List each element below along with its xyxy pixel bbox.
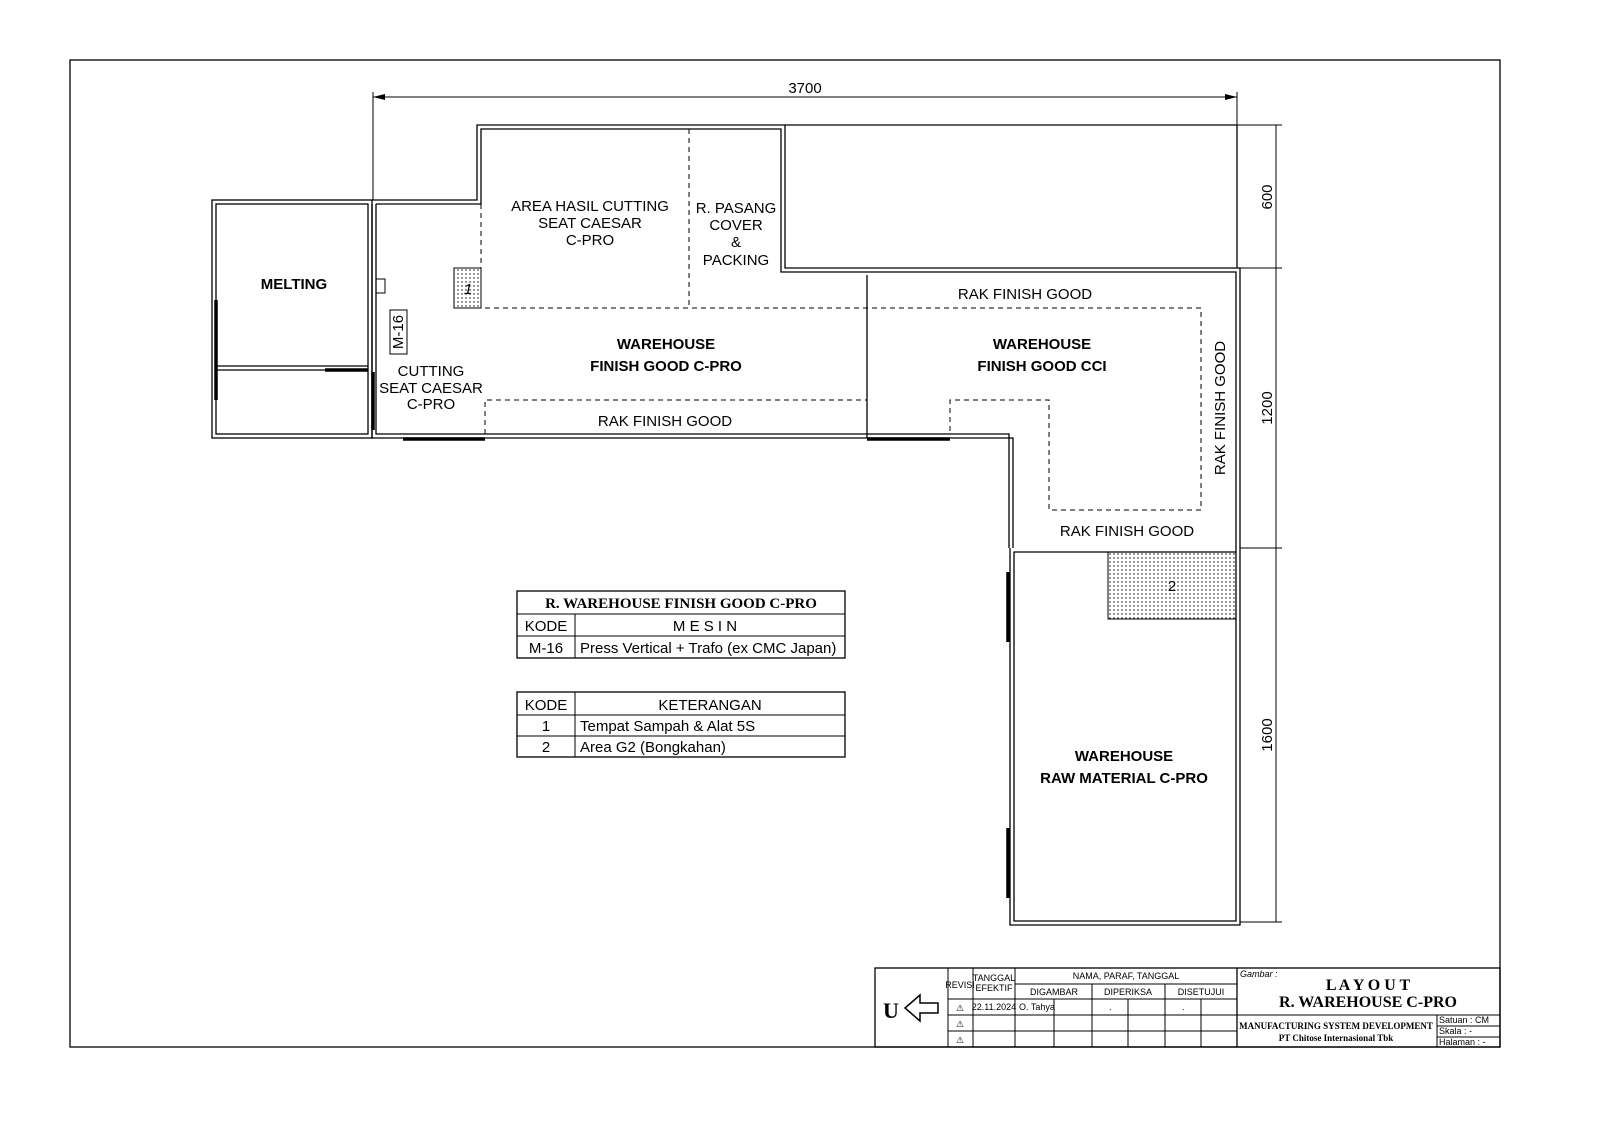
room-melting: MELTING — [261, 276, 327, 293]
room-cutting: SEAT CAESAR — [379, 380, 483, 397]
room-area-hasil: C-PRO — [566, 232, 614, 249]
revision-icon: ⚠ — [956, 1019, 964, 1029]
room-cutting: CUTTING — [398, 363, 465, 380]
room-pasang: & — [731, 234, 741, 251]
satuan: Satuan : CM — [1439, 1015, 1489, 1025]
tanggal-label: TANGGAL — [973, 973, 1015, 983]
header-mesin: M E S I N — [673, 618, 737, 635]
approved-by: . — [1182, 1002, 1185, 1012]
north-arrow-icon — [903, 993, 939, 1023]
room-wh-fg-cci: FINISH GOOD CCI — [977, 358, 1106, 375]
room-cutting: C-PRO — [407, 396, 455, 413]
nama-label: NAMA, PARAF, TANGGAL — [1073, 971, 1180, 981]
department: MANUFACTURING SYSTEM DEVELOPMENT — [1239, 1021, 1433, 1031]
dim-1200: 1200 — [1259, 391, 1276, 424]
marker-2-label: 2 — [1168, 578, 1176, 595]
dashed-areas — [375, 129, 1237, 620]
disetujui-label: DISETUJUI — [1178, 987, 1225, 997]
rak-label: RAK FINISH GOOD — [1212, 341, 1229, 475]
dimensions: 3700 600 1200 1600 — [372, 80, 1282, 923]
room-area-hasil: AREA HASIL CUTTING — [511, 198, 669, 215]
room-wh-fg-cci: WAREHOUSE — [993, 336, 1091, 353]
cell-mesin: Press Vertical + Trafo (ex CMC Japan) — [580, 640, 836, 657]
dim-1600: 1600 — [1259, 718, 1276, 751]
table-keterangan: KODE KETERANGAN 1 Tempat Sampah & Alat 5… — [516, 691, 846, 758]
revision-icon: ⚠ — [956, 1003, 964, 1013]
room-wh-rm: WAREHOUSE — [1075, 748, 1173, 765]
rak-label: RAK FINISH GOOD — [598, 413, 732, 430]
room-wh-rm: RAW MATERIAL C-PRO — [1040, 770, 1208, 787]
halaman: Halaman : - — [1439, 1037, 1486, 1047]
room-pasang: PACKING — [703, 252, 769, 269]
marker-area-1 — [453, 267, 482, 309]
marker-area-2 — [1107, 551, 1237, 620]
gambar-label: Gambar : — [1240, 969, 1278, 979]
revision-icon: ⚠ — [956, 1035, 964, 1045]
rak-label: RAK FINISH GOOD — [958, 286, 1092, 303]
table-mesin: R. WAREHOUSE FINISH GOOD C-PRO KODE M E … — [516, 590, 846, 659]
room-pasang: COVER — [709, 217, 763, 234]
machine-m16 — [389, 309, 408, 355]
skala: Skala : - — [1439, 1026, 1472, 1036]
cell-kode: M-16 — [529, 640, 563, 657]
drawn-by: O. Tahya — [1019, 1002, 1055, 1012]
digambar-label: DIGAMBAR — [1030, 987, 1079, 997]
checked-by: . — [1109, 1002, 1112, 1012]
header-kode: KODE — [525, 618, 568, 635]
cell-keterangan: Tempat Sampah & Alat 5S — [580, 718, 755, 735]
dim-600: 600 — [1259, 184, 1276, 209]
drawing-frame — [69, 59, 1501, 1048]
room-pasang: R. PASANG — [696, 200, 777, 217]
cell-kode: 2 — [542, 739, 550, 756]
revisi-label: REVISI — [945, 980, 975, 990]
rak-label: RAK FINISH GOOD — [1060, 523, 1194, 540]
effective-date: 22.11.2024 — [972, 1002, 1016, 1012]
header-kode: KODE — [525, 697, 568, 714]
drawing-title: L A Y O U T — [1326, 977, 1411, 994]
dim-width: 3700 — [788, 80, 821, 97]
drawing-subtitle: R. WAREHOUSE C-PRO — [1279, 994, 1457, 1011]
room-wh-fg-cpro: WAREHOUSE — [617, 336, 715, 353]
walls — [211, 124, 1241, 926]
cell-keterangan: Area G2 (Bongkahan) — [580, 739, 726, 756]
diperiksa-label: DIPERIKSA — [1104, 987, 1152, 997]
table-title: R. WAREHOUSE FINISH GOOD C-PRO — [545, 596, 817, 612]
marker-1-label: 1 — [464, 281, 472, 298]
company: PT Chitose Internasional Tbk — [1279, 1033, 1393, 1043]
title-block: U REVISI TANGGAL EFEKTIF NAMA, PARAF, TA… — [874, 967, 1501, 1048]
tanggal-label: EFEKTIF — [975, 983, 1013, 993]
header-keterangan: KETERANGAN — [658, 697, 761, 714]
cell-kode: 1 — [542, 718, 550, 735]
north-label: U — [883, 998, 899, 1023]
room-wh-fg-cpro: FINISH GOOD C-PRO — [590, 358, 742, 375]
machine-label: M-16 — [390, 315, 407, 349]
room-area-hasil: SEAT CAESAR — [538, 215, 642, 232]
